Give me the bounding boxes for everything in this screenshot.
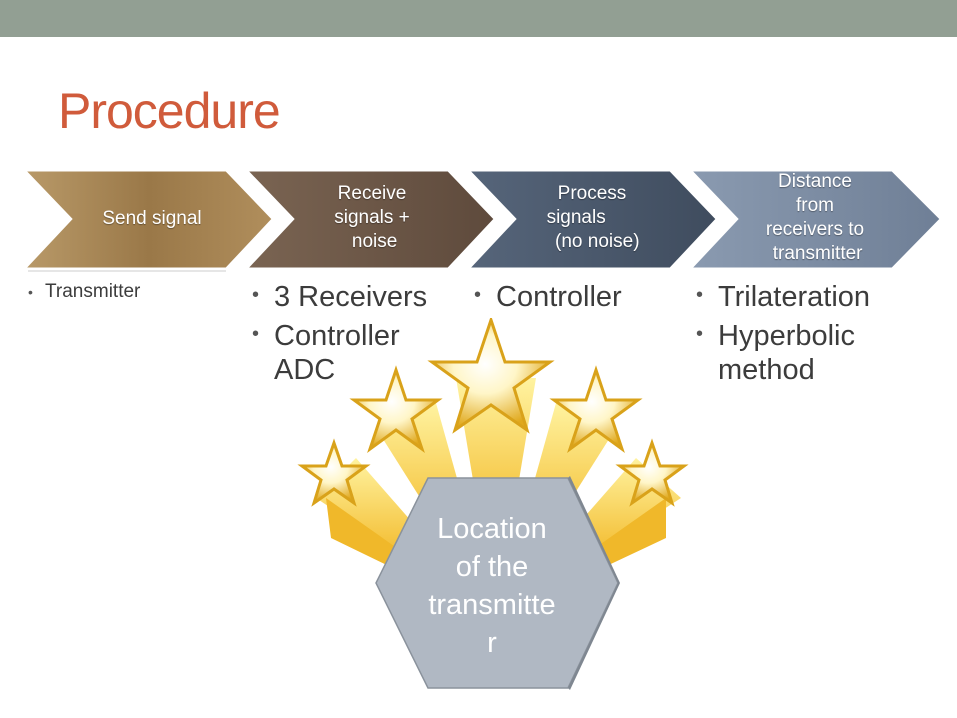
step-1-label: Send signal — [102, 208, 202, 229]
bullet-hyperbolic-method: Hyperbolic method — [696, 317, 870, 387]
star-icon — [549, 365, 643, 453]
step-3-label: Process signals (no noise) — [546, 183, 640, 252]
step-3-bullets: Controller — [474, 278, 622, 319]
bullet-controller: Controller — [474, 278, 622, 314]
star-icon — [349, 365, 443, 453]
step-2-bullets: 3 Receivers Controller ADC — [252, 278, 427, 392]
bullet-controller-adc: Controller ADC — [252, 317, 427, 387]
chevron-step-4 — [690, 170, 941, 269]
step-4-label: Distance from receivers to transmitter — [765, 171, 865, 264]
bullet-trilateration: Trilateration — [696, 278, 870, 314]
chevron-step-2 — [246, 170, 495, 269]
step-4-bullets: Trilateration Hyperbolic method — [696, 278, 870, 392]
step-1-bullets: Transmitter — [28, 280, 140, 304]
result-label: Location of the transmitte r — [428, 513, 556, 659]
bullet-3-receivers: 3 Receivers — [252, 278, 427, 314]
star-icon — [427, 318, 555, 434]
stars-burst-icon — [297, 318, 689, 690]
bullet-transmitter: Transmitter — [28, 280, 140, 304]
process-chevrons — [24, 170, 941, 272]
step-2-label: Receive signals + noise — [334, 183, 410, 252]
star-icon — [297, 438, 371, 507]
chevron-step-3 — [468, 170, 717, 269]
chevron-step-1 — [24, 170, 273, 269]
slide-title: Procedure — [58, 83, 281, 139]
top-bar — [0, 0, 957, 37]
star-icon — [615, 438, 689, 507]
